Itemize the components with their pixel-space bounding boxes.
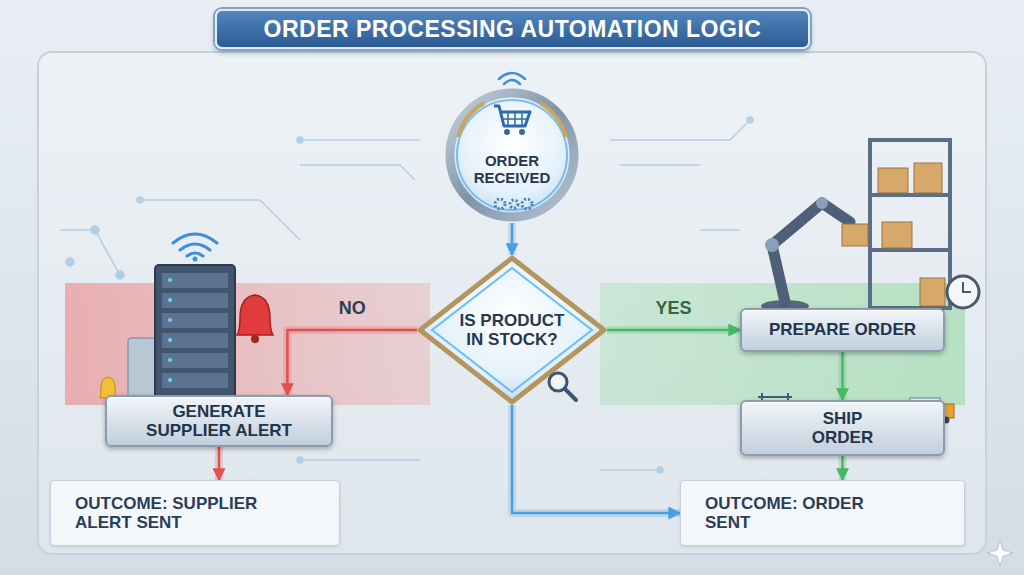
start-circle: ORDER RECEIVED: [444, 87, 580, 223]
outcome-box: OUTCOME: ORDER SENT: [680, 480, 965, 546]
no-band: [65, 283, 430, 405]
magnifier-icon: [549, 373, 576, 400]
node-text: ORDER RECEIVED: [457, 153, 567, 187]
text-group: SHIP ORDER: [798, 409, 888, 447]
flow-connector: [287, 330, 417, 395]
flow-connector: [512, 405, 680, 513]
outcome-box: OUTCOME: SUPPLIER ALERT SENT: [50, 480, 340, 546]
diagram-title: ORDER PROCESSING AUTOMATION LOGIC: [215, 9, 810, 49]
node-text: PREPARE ORDER: [769, 320, 916, 339]
process-box: SHIP ORDER: [740, 400, 945, 456]
text-group: OUTCOME: ORDER SENT: [705, 494, 910, 532]
connector-glow: [508, 223, 516, 255]
text-group: GENERATE SUPPLIER ALERT: [132, 402, 307, 440]
circle-ring: [450, 93, 574, 217]
connector-glow: [512, 405, 680, 513]
node-text: GENERATE SUPPLIER ALERT: [132, 402, 307, 440]
connector-glow: [215, 447, 223, 480]
flow-connector: [607, 329, 740, 332]
process-box: GENERATE SUPPLIER ALERT: [105, 395, 333, 447]
decision-diamond: IS PRODUCT IN STOCK?: [417, 255, 607, 405]
connector-glow: [839, 456, 847, 480]
flow-connector: [841, 456, 844, 480]
edge-label: NO: [339, 298, 366, 319]
circle-inner-ring: [457, 100, 567, 210]
diamond-inner: [432, 268, 592, 392]
node-text: SHIP ORDER: [798, 409, 888, 447]
text-group: OUTCOME: SUPPLIER ALERT SENT: [75, 494, 280, 532]
flow-connector: [841, 352, 844, 400]
text-group: ORDER RECEIVED: [457, 153, 567, 187]
node-text: OUTCOME: SUPPLIER ALERT SENT: [75, 494, 280, 532]
process-box: PREPARE ORDER: [740, 308, 945, 352]
clock-icon: [947, 276, 979, 308]
flow-connector: [218, 447, 221, 480]
edge-label: YES: [655, 298, 691, 319]
sparkle-mark: [987, 540, 1013, 566]
flow-connector: [511, 223, 514, 255]
alert-bell: [100, 295, 273, 398]
text-group: IS PRODUCT IN STOCK?: [452, 311, 572, 349]
connector-glow: [839, 352, 847, 400]
circle-accent: [458, 103, 566, 137]
diamond-frame: [420, 258, 604, 402]
robot-arm-and-shelves: [761, 140, 950, 312]
node-text: OUTCOME: ORDER SENT: [705, 494, 910, 532]
gear-icons: [495, 199, 532, 209]
glass-panel: [38, 52, 986, 554]
cart-icon: [494, 73, 530, 135]
text-group: PREPARE ORDER: [769, 320, 916, 339]
connector-glow: [607, 326, 740, 334]
connector-glow: [287, 330, 417, 395]
server-rack: [128, 234, 235, 400]
node-text: IS PRODUCT IN STOCK?: [452, 311, 572, 349]
